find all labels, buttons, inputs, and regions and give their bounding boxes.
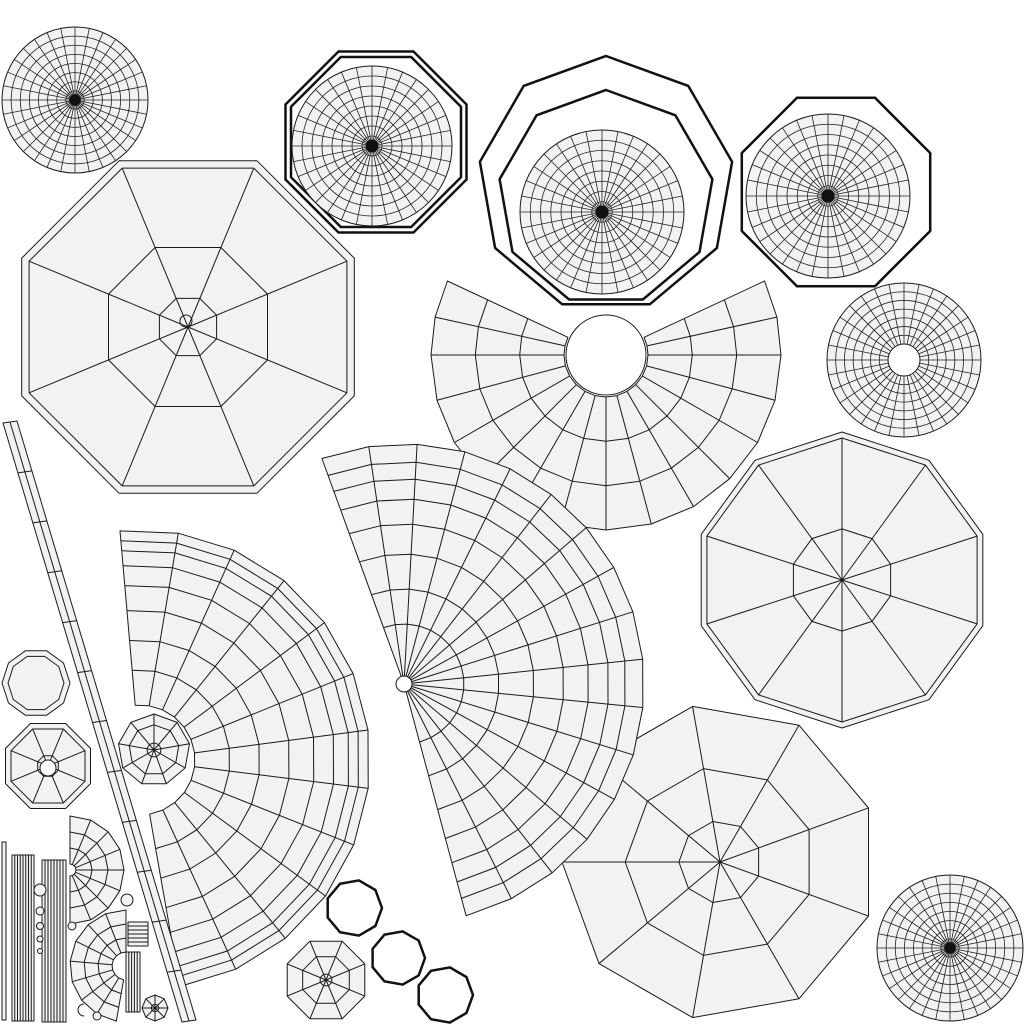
nonagon-ring-with-radial-disc <box>478 54 734 306</box>
large-octagon-cap <box>21 160 355 494</box>
quarter-fan <box>119 530 369 987</box>
decagon-cap <box>700 431 984 729</box>
octagon-with-radial-disc <box>284 50 468 234</box>
radial-disc-top-left <box>1 26 149 174</box>
wide-fan <box>321 443 644 917</box>
radial-disc-bottom-right <box>876 874 1024 1022</box>
uv-islands <box>1 26 1024 1024</box>
nonagon-cap <box>561 705 869 1019</box>
small-parts <box>1 650 475 1024</box>
octagon-frame-with-radial-disc <box>740 96 932 288</box>
radial-disc-ring <box>826 282 982 438</box>
diagonal-strip <box>2 420 197 1023</box>
